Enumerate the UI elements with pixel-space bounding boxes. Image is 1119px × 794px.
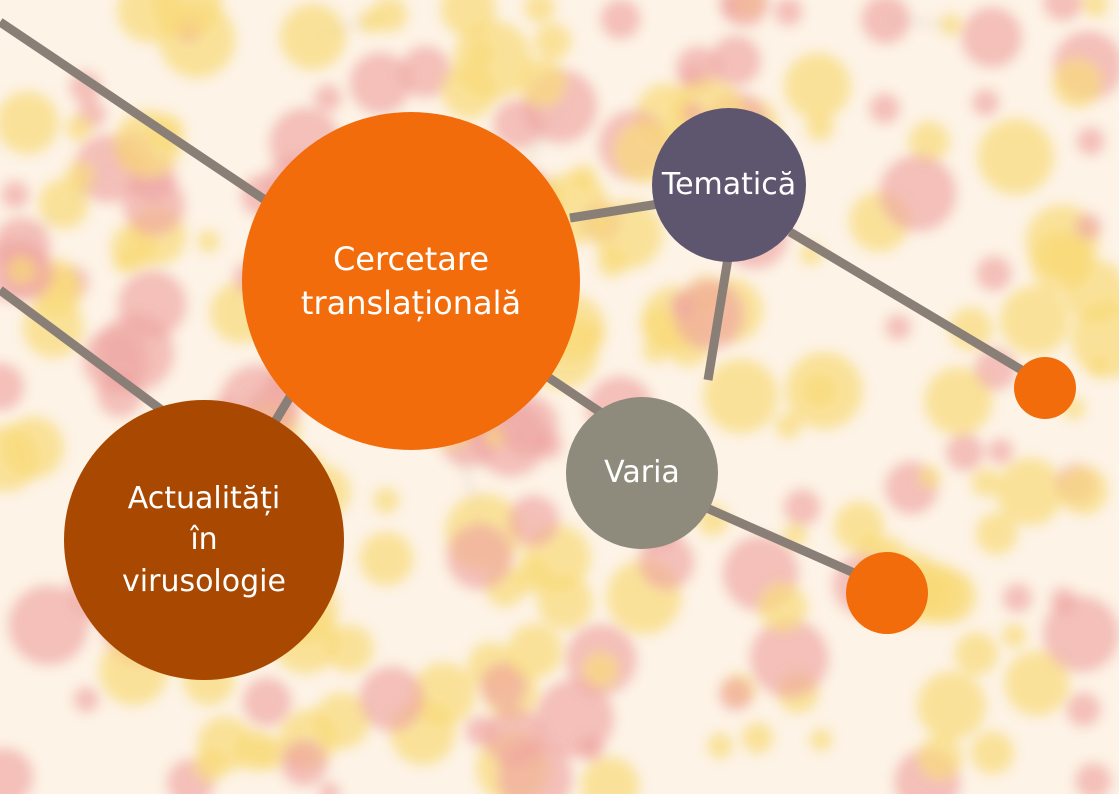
node-varia[interactable]: Varia — [566, 397, 718, 549]
node-actualitati-line-2: în — [190, 522, 218, 558]
small-node-right — [1014, 357, 1076, 419]
small-node-bottom — [846, 552, 928, 634]
node-cercetare-line-2: translațională — [300, 284, 522, 322]
link-left-to-actualitati — [0, 286, 178, 424]
node-varia-label: Varia — [604, 455, 680, 491]
node-actualitati-line-3: virusologie — [122, 563, 286, 599]
link-tematica-to-dot — [787, 228, 1038, 382]
node-actualitati-in-virusologie[interactable]: Actualități în virusologie — [64, 400, 344, 680]
node-actualitati-line-1: Actualități — [127, 480, 281, 516]
link-cercetare-to-tematica — [569, 198, 666, 223]
link-varia-to-dot — [698, 500, 872, 585]
node-actualitati-label: Actualități în virusologie — [122, 478, 286, 602]
link-tematica-to-varia — [703, 257, 733, 381]
node-tematica[interactable]: Tematică — [652, 108, 806, 262]
node-cercetare-translationala[interactable]: Cercetare translațională — [242, 112, 580, 450]
node-cercetare-label: Cercetare translațională — [301, 237, 521, 325]
link-topleft-to-cercetare — [0, 18, 283, 214]
node-tematica-label: Tematică — [661, 167, 797, 203]
node-cercetare-line-1: Cercetare — [332, 239, 490, 278]
